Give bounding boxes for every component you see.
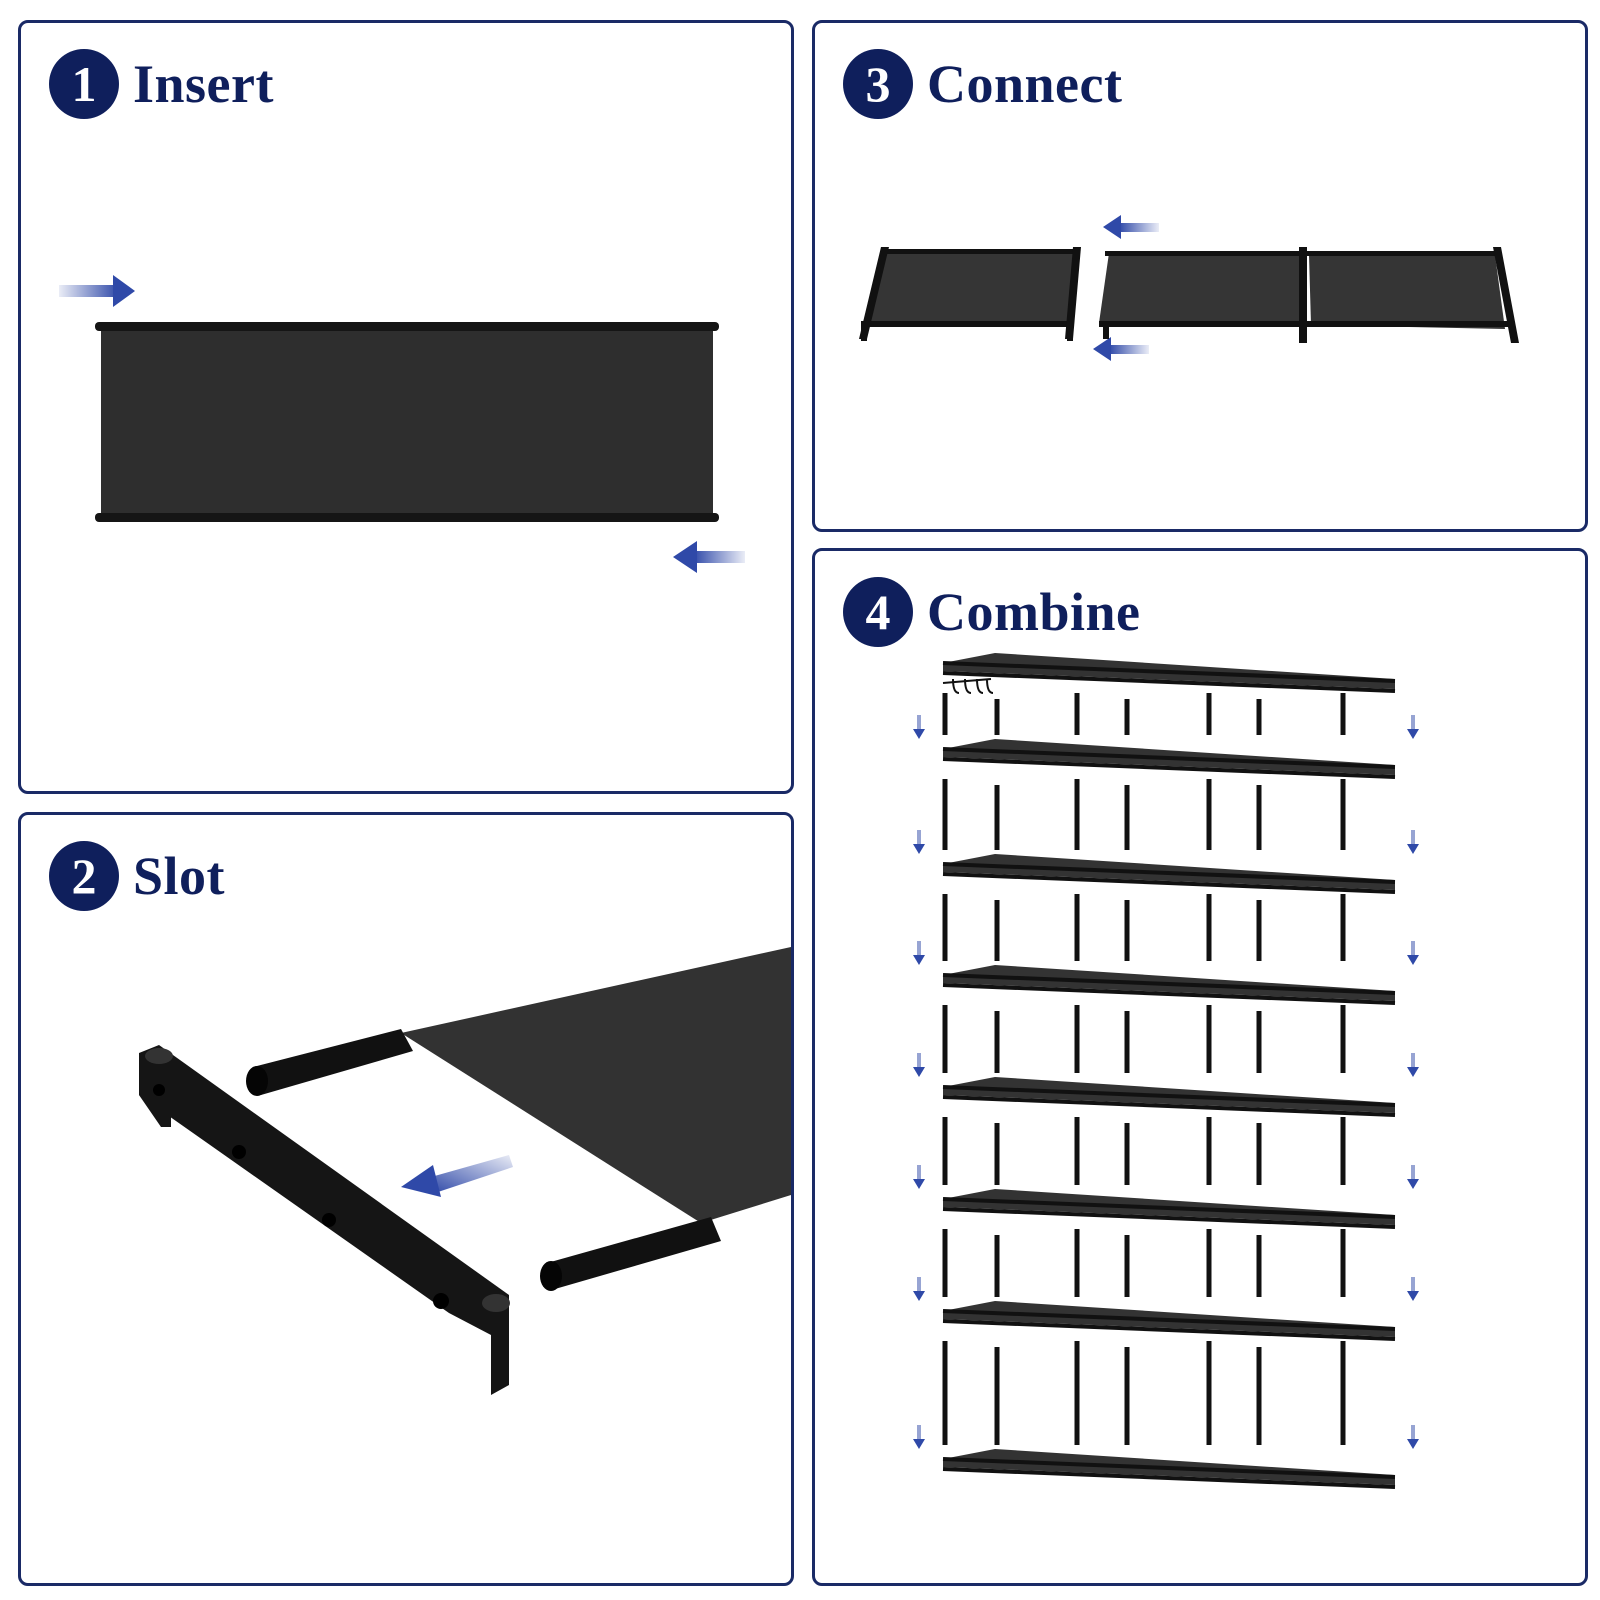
step-panel-connect: 3 Connect (812, 20, 1588, 532)
slot-illustration (139, 947, 791, 1395)
connect-illustration (859, 215, 1519, 361)
step-number-badge: 3 (843, 49, 913, 119)
arrow-left-icon (401, 1155, 513, 1197)
step-panel-insert: 1 Insert (18, 20, 794, 794)
shelf-tier (942, 1449, 1396, 1489)
step-title: Insert (133, 54, 274, 114)
combine-illustration (913, 653, 1419, 1489)
step-title: Combine (927, 582, 1141, 642)
arrow-down-icon (1407, 1425, 1419, 1449)
insert-illustration (59, 275, 745, 573)
arrow-down-icon (1407, 1165, 1419, 1189)
step-header: 1 Insert (49, 49, 274, 119)
shelf-tier (942, 1301, 1396, 1445)
step-title: Slot (133, 846, 226, 906)
arrow-left-icon (673, 541, 745, 573)
shelf-tier (942, 653, 1396, 735)
arrow-down-icon (1407, 941, 1419, 965)
arrow-down-icon (913, 830, 925, 854)
step-panel-combine: 4 Combine (812, 548, 1588, 1586)
arrow-down-icon (1407, 1277, 1419, 1301)
shelf-section-right (1099, 247, 1519, 343)
shelf-tier (942, 1189, 1396, 1297)
step-panel-slot: 2 Slot (18, 812, 794, 1586)
arrow-down-icon (1407, 830, 1419, 854)
arrow-down-icon (913, 1425, 925, 1449)
shelf-tier (942, 854, 1396, 961)
arrow-down-icon (913, 941, 925, 965)
shelf-tube-top (246, 1029, 413, 1096)
hook-rack-icon (942, 678, 994, 694)
arrow-down-icon (913, 1277, 925, 1301)
step-number-badge: 2 (49, 841, 119, 911)
step-header: 2 Slot (49, 841, 225, 911)
step-title: Connect (927, 54, 1123, 114)
arrow-down-icon (913, 715, 925, 739)
arrow-down-icon (1407, 1053, 1419, 1077)
shelf-tier (942, 739, 1396, 850)
shelf-fabric-panel (95, 322, 719, 522)
step-header: 4 Combine (843, 577, 1141, 647)
arrow-right-icon (59, 275, 135, 307)
step-number-badge: 4 (843, 577, 913, 647)
arrow-left-icon (1103, 215, 1159, 239)
step-number-badge: 1 (49, 49, 119, 119)
shelf-tube-bottom (540, 1217, 721, 1291)
shelf-fabric-panel (401, 947, 791, 1223)
side-connector-bar (139, 1045, 510, 1395)
arrow-down-icon (1407, 715, 1419, 739)
shelf-tier (942, 1077, 1396, 1185)
arrow-down-icon (913, 1165, 925, 1189)
arrow-left-icon (1093, 337, 1149, 361)
shelf-section-left (859, 247, 1081, 341)
shelf-tier (942, 965, 1396, 1073)
arrow-down-icon (913, 1053, 925, 1077)
step-header: 3 Connect (843, 49, 1122, 119)
